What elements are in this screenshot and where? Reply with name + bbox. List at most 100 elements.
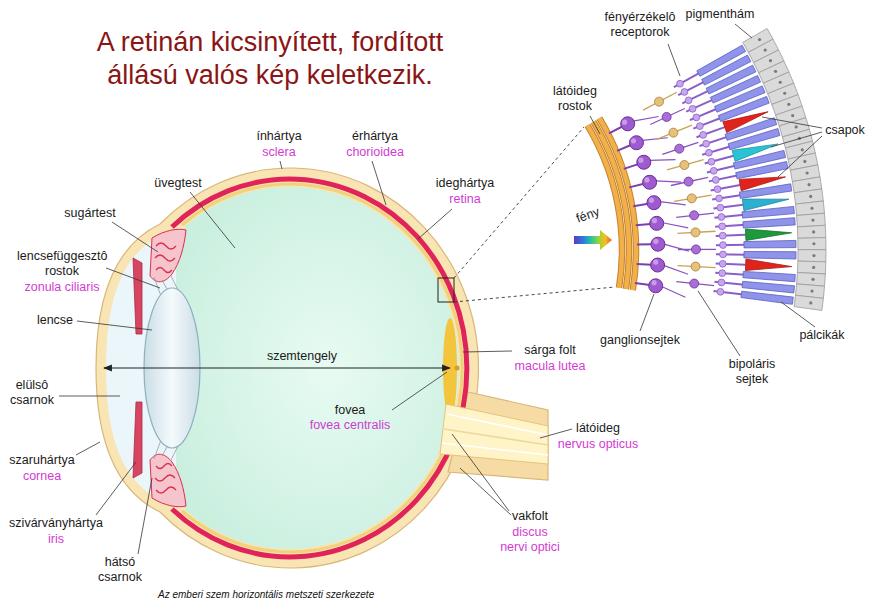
fovea-pit (455, 366, 460, 371)
latin-name: discus nervi optici (499, 525, 562, 555)
pigment-granule (783, 92, 786, 95)
ciliary-body-folds (155, 243, 176, 273)
leader-line (540, 429, 572, 438)
leader-line (735, 24, 752, 38)
rod-cell (741, 291, 793, 304)
latin-name: macula lutea (515, 359, 586, 374)
bipolar-process (643, 92, 677, 110)
bipolar-cell (680, 161, 689, 170)
leader-line (590, 116, 600, 134)
receptor-nucleus (718, 214, 725, 221)
ganglion-axon (609, 127, 622, 134)
pigment-cell (797, 261, 825, 274)
ganglion-highlight (631, 138, 636, 143)
receptor-nucleus (719, 260, 726, 267)
part-label: bipoláris sejtek (725, 357, 780, 387)
ganglion-axon (636, 224, 651, 225)
receptor-nucleus (717, 204, 724, 211)
part-label: hátsó csarnok (94, 555, 146, 585)
pigment-granule (810, 290, 813, 293)
latin-name: iris (48, 532, 64, 547)
leader-line (190, 192, 235, 248)
ganglion-highlight (653, 239, 658, 244)
bipolar-cell (690, 279, 699, 288)
leader-line (280, 161, 282, 169)
leader-line (59, 396, 120, 397)
title: A retinán kicsinyített, fordított állású… (80, 26, 460, 92)
ganglion-cell (651, 258, 665, 272)
latin-name: cornea (23, 469, 61, 484)
light-arrow (574, 230, 612, 250)
bipolar-cell (662, 112, 671, 121)
latin-name: fovea centralis (310, 418, 391, 433)
leader-line (463, 351, 512, 352)
ganglion-dendrite (664, 265, 688, 274)
nerve-fiber-stripe (444, 429, 548, 445)
ganglion-cell (621, 117, 635, 131)
bipolar-process (657, 125, 692, 139)
rod-cell (739, 184, 791, 199)
pigment-granule (787, 103, 790, 106)
pigment-granule (812, 230, 815, 233)
part-label: ínhártya (256, 129, 301, 144)
leader-line (771, 132, 822, 147)
receptor-nucleus (706, 149, 713, 156)
pigment-granule (801, 148, 804, 151)
part-label: vakfolt (512, 509, 548, 524)
light-label: fény (574, 204, 601, 226)
part-label: lencse (37, 313, 73, 328)
receptor-nucleus (716, 195, 723, 202)
part-label: sugártest (64, 206, 115, 221)
part-label: csapok (825, 123, 865, 138)
cone-cell (745, 259, 791, 271)
ganglion-highlight (622, 120, 627, 125)
leader-line (781, 302, 815, 327)
bipolar-cell (691, 228, 700, 237)
leader-line (77, 321, 152, 330)
receptor-nucleus (693, 114, 700, 121)
leader-line (698, 291, 740, 356)
part-label: fényérzékelô receptorok (601, 10, 679, 40)
receptor-nucleus (681, 89, 688, 96)
latin-name: zonula ciliaris (24, 280, 99, 295)
ganglion-dendrite (660, 202, 686, 205)
part-label: látóideg rostok (550, 84, 600, 114)
ganglion-dendrite (655, 181, 681, 182)
part-label: elülsô csarnok (6, 378, 58, 408)
sclera-cornea (96, 168, 478, 568)
leader-line (418, 209, 452, 239)
leader-line (668, 44, 680, 76)
receptor-nucleus (720, 251, 727, 258)
receptor-nucleus (708, 158, 715, 165)
bipolar-process (662, 142, 698, 154)
leader-line (460, 468, 511, 515)
pigment-granule (779, 81, 782, 84)
pigment-granule (809, 195, 812, 198)
latin-name: nervus opticus (558, 437, 639, 452)
receptor-nucleus (710, 167, 717, 174)
part-label: szaruhártya (9, 453, 74, 468)
ganglion-axon (617, 145, 631, 151)
part-label: lencsefüggesztô rostok (17, 249, 107, 279)
rod-cell (743, 218, 795, 228)
ganglion-cell (643, 175, 657, 189)
axis-label: szemtengely (267, 349, 337, 364)
bipolar-cell (675, 144, 684, 153)
ganglion-axon (635, 283, 650, 285)
pigment-granule (758, 38, 761, 41)
bipolar-cell (684, 177, 693, 186)
pigment-cell (794, 295, 823, 310)
receptor-nucleus (717, 288, 724, 295)
receptor-nucleus (703, 140, 710, 147)
ganglion-dendrite (642, 138, 668, 141)
receptor-nucleus (700, 131, 707, 138)
leader-line (76, 442, 100, 455)
ganglion-highlight (644, 177, 649, 182)
ganglion-highlight (638, 158, 643, 163)
rod-cell (742, 281, 795, 293)
pigment-granule (806, 171, 809, 174)
receptor-nucleus (719, 223, 726, 230)
receptor-nucleus (720, 242, 727, 249)
ganglion-dendrite (662, 287, 686, 298)
zonule-fiber (154, 440, 161, 459)
